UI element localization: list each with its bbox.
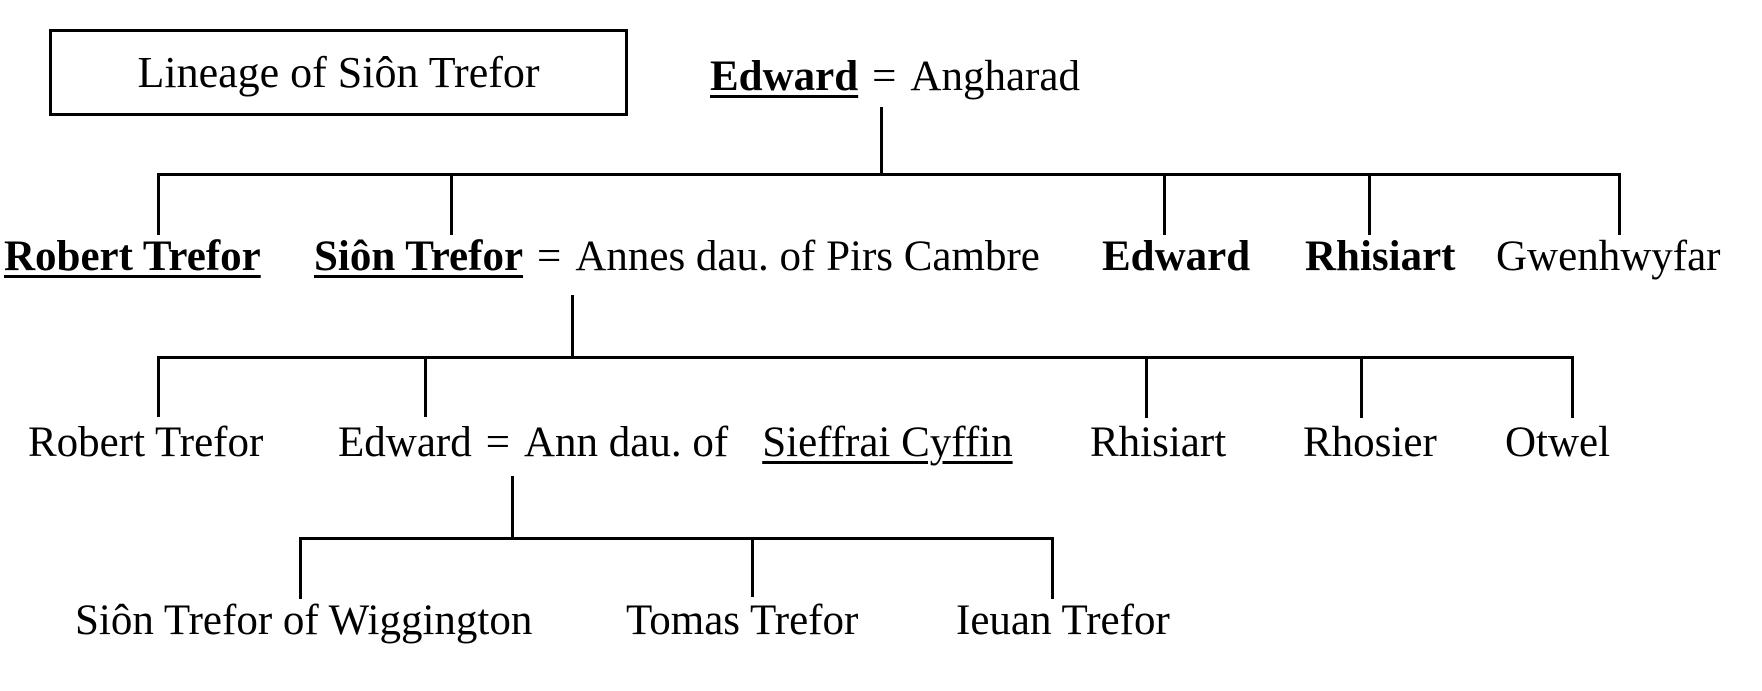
person-robert-trefor-gen3: Robert Trefor — [28, 419, 264, 466]
person-sion-trefor-of-wiggington: Siôn Trefor of Wiggington — [75, 597, 533, 644]
title-box: Lineage of Siôn Trefor — [49, 29, 628, 116]
person-ieuan-trefor: Ieuan Trefor — [956, 597, 1170, 644]
diagram-title: Lineage of Siôn Trefor — [137, 48, 540, 97]
connector-gen3-sibling-line — [157, 356, 1574, 359]
person-angharad: Angharad — [910, 53, 1080, 100]
person-rhisiart-gen2: Rhisiart — [1305, 233, 1456, 280]
person-gwenhwyfar: Gwenhwyfar — [1496, 233, 1721, 280]
connector-gen3-descent — [511, 476, 514, 538]
connector-gen2-sibling-line — [157, 173, 1621, 176]
connector-gen2-drop-sion — [450, 173, 453, 235]
person-edward-gen2: Edward — [1102, 233, 1251, 280]
connector-gen4-drop-ieuan — [1051, 537, 1054, 599]
person-ann-dau-of: Ann dau. of — [524, 419, 729, 466]
connector-gen2-drop-edward — [1163, 173, 1166, 235]
gen1-couple: Edward = Angharad — [710, 55, 1080, 98]
gen2-couple: Siôn Trefor = Annes dau. of Pirs Cambre — [314, 235, 1040, 278]
connector-gen2-drop-gwenhwyfar — [1618, 173, 1621, 235]
connector-gen3-drop-robert — [157, 356, 160, 417]
connector-gen4-drop-sion — [299, 537, 302, 599]
person-rhosier: Rhosier — [1303, 419, 1437, 466]
person-edward-gen1: Edward — [710, 53, 859, 100]
equals-sign-gen2: = — [537, 233, 562, 280]
connector-gen3-drop-otwel — [1571, 356, 1574, 418]
person-otwel: Otwel — [1505, 419, 1611, 466]
person-robert-trefor-gen2: Robert Trefor — [4, 233, 261, 280]
connector-gen3-drop-rhosier — [1360, 356, 1363, 418]
equals-sign-gen3: = — [485, 419, 510, 466]
gen3-couple: Edward = Ann dau. of Sieffrai Cyffin — [338, 421, 1013, 464]
connector-gen1-descent — [880, 107, 883, 176]
person-edward-gen3: Edward — [338, 419, 472, 466]
connector-gen3-drop-edward — [424, 356, 427, 417]
equals-sign-gen1: = — [872, 53, 897, 100]
connector-gen3-drop-rhisiart — [1145, 356, 1148, 418]
connector-gen4-sibling-line — [299, 537, 1054, 540]
connector-gen2-drop-rhisiart — [1368, 173, 1371, 235]
person-rhisiart-gen3: Rhisiart — [1090, 419, 1227, 466]
connector-gen2-drop-robert — [157, 173, 160, 235]
person-annes-dau-of-pirs-cambre: Annes dau. of Pirs Cambre — [575, 233, 1040, 280]
connector-gen2-descent — [571, 295, 574, 359]
person-sieffrai-cyffin: Sieffrai Cyffin — [762, 419, 1013, 466]
person-sion-trefor: Siôn Trefor — [314, 233, 524, 280]
person-tomas-trefor: Tomas Trefor — [626, 597, 859, 644]
connector-gen4-drop-tomas — [751, 537, 754, 597]
